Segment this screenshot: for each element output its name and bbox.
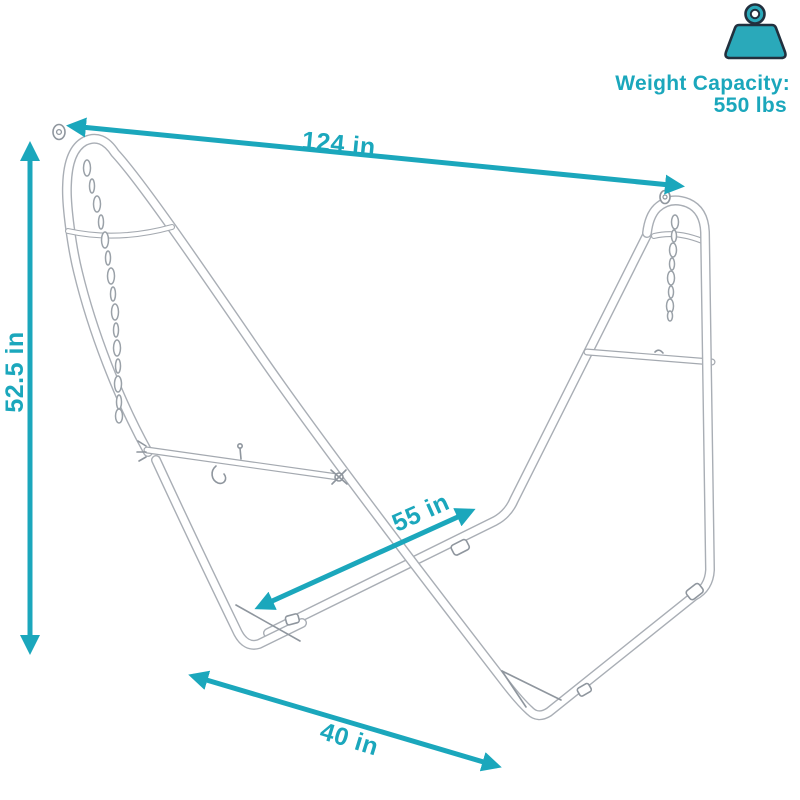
left-chain-bar — [68, 227, 172, 236]
right-chain-bar — [654, 234, 707, 243]
left-chain — [82, 159, 124, 424]
weight-icon — [724, 3, 787, 60]
right-foot-clamp — [576, 682, 593, 697]
weight-capacity-value: 550 lbs — [714, 94, 787, 117]
hammock-stand-drawing — [52, 123, 712, 716]
dim-overall-length-label: 124 in — [301, 127, 377, 162]
right-a-frame-far-leg — [268, 235, 647, 633]
main-frame-tube — [67, 139, 710, 716]
left-foot-clamp — [284, 613, 301, 626]
dim-arrow-base-width — [188, 670, 502, 772]
dim-arrow-base-length — [254, 508, 476, 610]
frame-hardware — [52, 123, 704, 708]
right-chain — [665, 214, 680, 322]
weight-capacity-label: Weight Capacity: — [615, 72, 790, 95]
dim-arrow-overall-length — [66, 117, 685, 195]
right-sleeve — [685, 582, 704, 601]
dim-base-width-label: 40 in — [317, 717, 382, 761]
left-foot-bar — [156, 460, 302, 645]
right-cross-brace — [587, 352, 712, 362]
left-diagonal-brace — [147, 450, 338, 477]
weight-capacity-badge: Weight Capacity: 550 lbs — [615, 3, 790, 117]
dim-base-length-label: 55 in — [388, 488, 454, 538]
dim-height-label: 52.5 in — [1, 331, 29, 412]
